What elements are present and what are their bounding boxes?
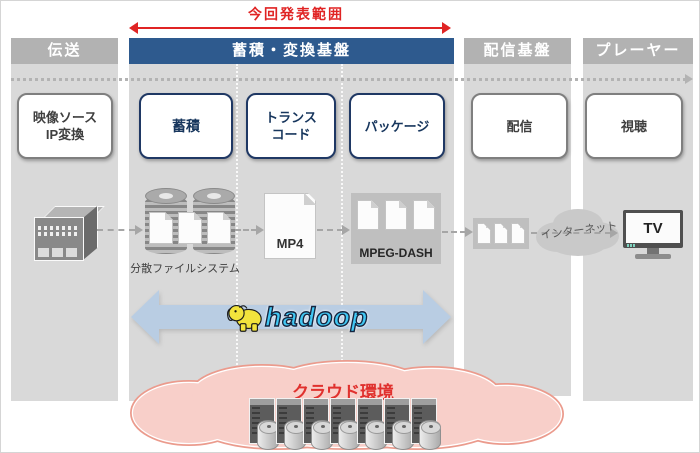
box-label: トランス <box>265 110 317 125</box>
flow-arrow <box>235 229 257 231</box>
box-label: コード <box>271 127 311 142</box>
server-icon <box>276 398 306 451</box>
flow-dotted-line <box>11 78 685 81</box>
flow-arrow <box>317 229 343 231</box>
mp4-label: MP4 <box>276 236 304 251</box>
flow-arrow <box>97 229 135 231</box>
box-label: 配信 <box>506 118 533 134</box>
flow-arrowhead-icon <box>610 228 618 238</box>
server-icon <box>357 398 387 451</box>
hadoop-wordmark: hadoop <box>264 301 369 332</box>
hadoop-span-arrow <box>131 290 451 344</box>
distributed-filesystem-icon <box>145 188 237 260</box>
flow-arrow <box>442 231 466 233</box>
tv-stand <box>647 248 659 254</box>
scope-label: 今回発表範囲 <box>248 6 344 22</box>
flow-arrow <box>531 232 611 234</box>
column-header-storage-conversion: 蓄積・変換基盤 <box>129 38 454 64</box>
flow-arrowhead-icon <box>342 225 350 235</box>
flow-arrowhead-icon <box>135 225 143 235</box>
subcolumn-divider <box>236 64 238 401</box>
distributed-filesystem-label: 分散ファイルシステム <box>130 263 240 275</box>
column-header-transmission: 伝送 <box>11 38 118 64</box>
internet-cloud-icon <box>536 209 619 256</box>
cloud-environment-label: クラウド環境 <box>292 383 394 402</box>
scope-arrow-left-icon <box>129 22 138 34</box>
tv-icon: TV <box>623 210 683 248</box>
server-icon <box>249 398 279 451</box>
box-view: 視聴 <box>585 93 683 159</box>
mpeg-dash-group: MPEG-DASH <box>351 193 441 264</box>
server-icon <box>411 398 441 451</box>
box-store: 蓄積 <box>139 93 233 159</box>
box-label: 視聴 <box>620 118 647 134</box>
cloud-server-farm <box>249 398 441 451</box>
box-transcode: トランス コード <box>246 93 336 159</box>
flow-arrowhead-icon <box>256 225 264 235</box>
box-video-source-ip: 映像ソース IP変換 <box>17 93 113 159</box>
server-icon <box>330 398 360 451</box>
column-header-player: プレーヤー <box>583 38 693 64</box>
tv-base <box>635 254 671 259</box>
server-icon <box>384 398 414 451</box>
box-label: パッケージ <box>364 118 430 134</box>
box-distribute: 配信 <box>471 93 568 159</box>
server-icon <box>303 398 333 451</box>
encoder-server-icon <box>34 204 105 261</box>
scope-arrow-right-icon <box>442 22 451 34</box>
box-package: パッケージ <box>349 93 445 159</box>
box-label: 蓄積 <box>172 117 200 134</box>
distribution-files-icon <box>473 218 529 249</box>
hadoop-elephant-icon <box>227 305 262 332</box>
mpeg-dash-label: MPEG-DASH <box>359 246 433 260</box>
column-header-distribution: 配信基盤 <box>464 38 571 64</box>
flow-arrowhead-icon <box>465 227 473 237</box>
box-label: 映像ソース <box>32 110 98 125</box>
tv-label: TV <box>626 213 680 243</box>
box-label: IP変換 <box>45 127 85 142</box>
hadoop-logo: hadoop <box>227 298 368 336</box>
scope-arrow-line <box>137 27 443 29</box>
flow-dotted-arrowhead-icon <box>685 74 693 84</box>
mp4-document-icon: MP4 <box>264 193 316 259</box>
